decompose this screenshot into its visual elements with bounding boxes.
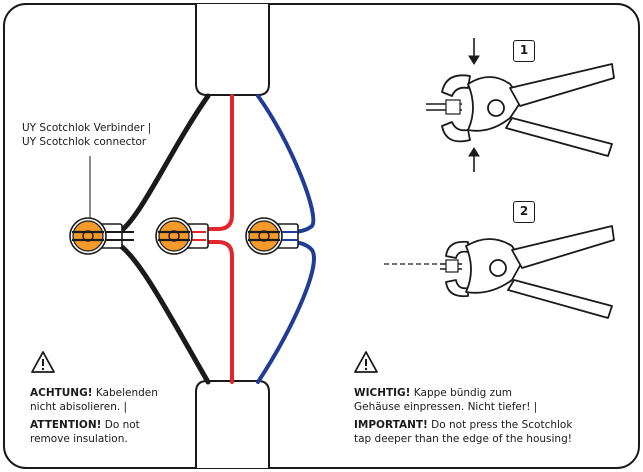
warning-left-de-line1: Kabelenden <box>92 387 158 399</box>
connector-label-line2: UY Scotchlok connector <box>22 136 147 148</box>
warning-right-de-line1: Kappe bündig zum <box>410 387 513 399</box>
warning-triangle-icon <box>31 351 55 373</box>
cable-sheath-bottom <box>195 380 270 468</box>
step-1-badge: 1 <box>513 40 535 62</box>
wire-black <box>115 93 211 385</box>
warning-left-en-line1: Do not <box>101 419 140 431</box>
warning-right-de-bold: WICHTIG! <box>354 387 411 399</box>
cable-end-step-1 <box>426 99 462 115</box>
pliers-step-1 <box>441 63 615 157</box>
warning-left-de-bold: ACHTUNG! <box>30 387 93 399</box>
frame-border <box>3 3 640 469</box>
step-2-badge: 2 <box>513 201 535 223</box>
connector-label-line1: UY Scotchlok Verbinder | <box>22 122 152 134</box>
warning-left-text: ACHTUNG! Kabelenden nicht abisolieren. |… <box>30 386 158 446</box>
warning-left-en-line2: remove insulation. <box>30 433 128 445</box>
wire-blue <box>256 94 316 384</box>
connector-label: UY Scotchlok Verbinder | UY Scotchlok co… <box>22 121 151 149</box>
warning-left-de-line2: nicht abisolieren. | <box>30 401 128 413</box>
warning-left-en-bold: ATTENTION! <box>30 419 102 431</box>
warning-right-en-line1: Do not press the Scotchlok <box>427 419 573 431</box>
connector-1 <box>69 217 134 255</box>
warning-right-de-line2: Gehäuse einpressen. Nicht tiefer! | <box>354 401 538 413</box>
pliers-step-2 <box>445 225 615 319</box>
arrow-up-icon <box>468 147 480 172</box>
warning-right-text: WICHTIG! Kappe bündig zum Gehäuse einpre… <box>354 386 572 446</box>
warning-triangle-icon <box>354 351 378 373</box>
wire-red <box>198 94 234 384</box>
warning-right-en-bold: IMPORTANT! <box>354 419 428 431</box>
warning-right-en-line2: tap deeper than the edge of the housing! <box>354 433 572 445</box>
cable-sheath-top <box>195 4 270 96</box>
cable-end-step-2 <box>384 259 462 273</box>
connector-2 <box>155 217 209 255</box>
arrow-down-icon <box>468 38 480 65</box>
connector-3 <box>245 217 299 255</box>
